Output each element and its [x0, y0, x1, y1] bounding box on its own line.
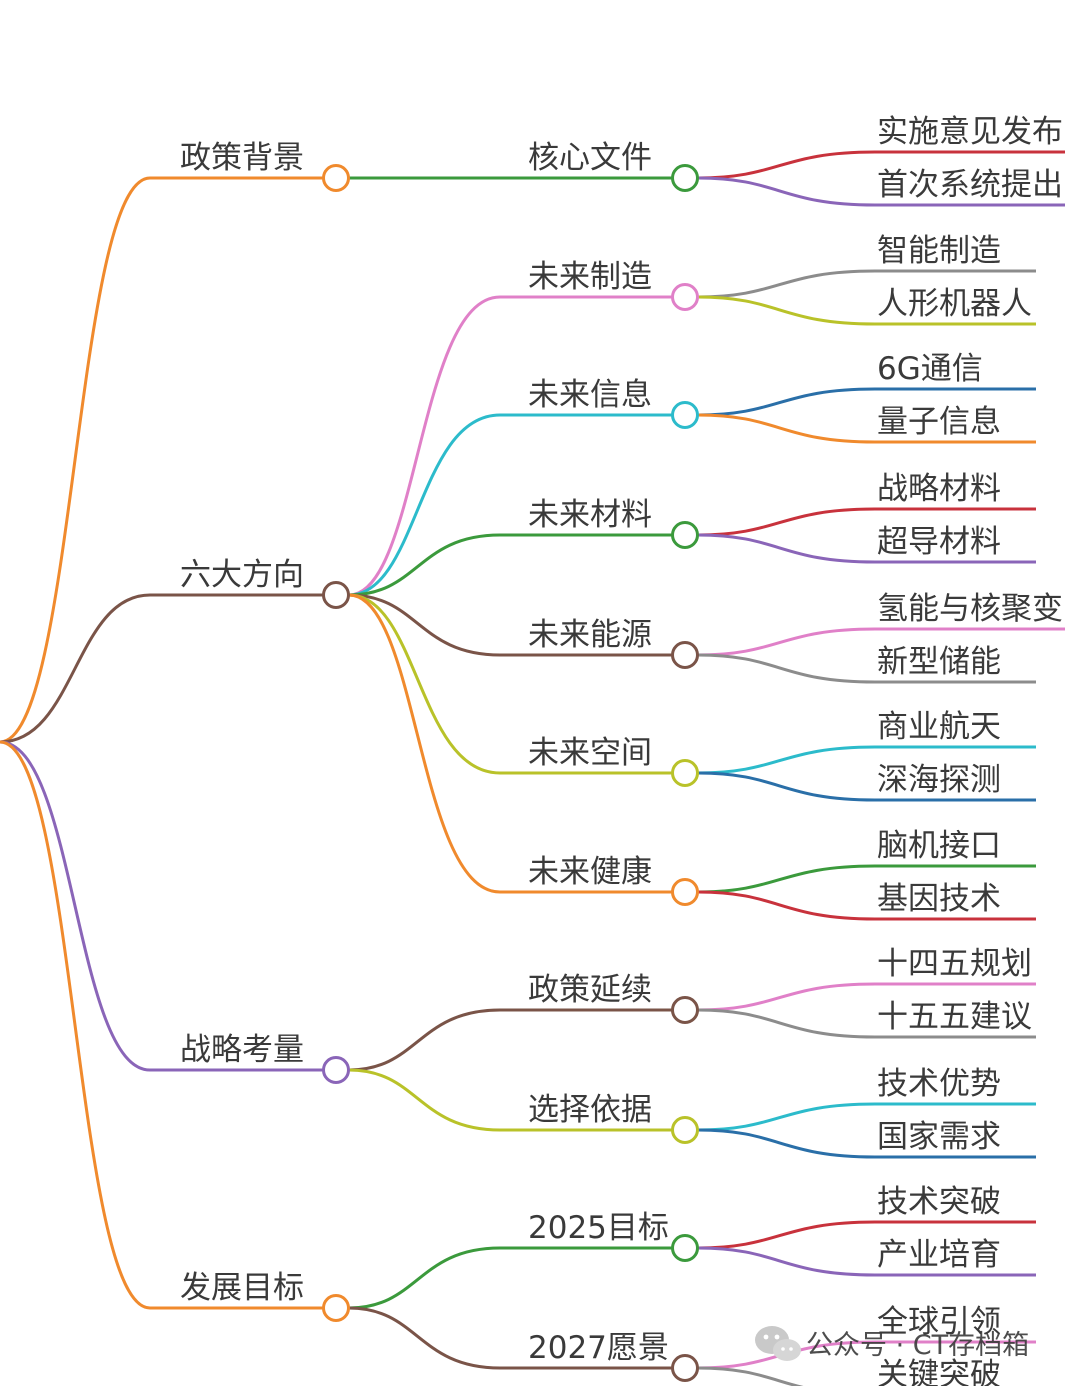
connector-2-6 [348, 593, 672, 894]
leaf-connector-2-3-1 [697, 507, 1036, 537]
connector-4-2 [348, 1306, 672, 1370]
connector-root-3 [0, 740, 323, 1072]
leaf-label-2-5-1: 商业航天 [877, 709, 1001, 745]
wechat-icon [755, 1326, 801, 1361]
topic-node-4-1[interactable] [671, 1234, 699, 1262]
connector-root-2 [0, 593, 323, 744]
topic-label-2-6: 未来健康 [528, 854, 652, 890]
leaf-label-1-1-2: 首次系统提出 [877, 167, 1063, 203]
leaf-label-2-3-1: 战略材料 [877, 471, 1001, 507]
leaf-connector-2-6-1 [697, 864, 1036, 894]
leaf-connector-3-2-1 [697, 1102, 1036, 1132]
topic-node-2-3[interactable] [671, 521, 699, 549]
topic-label-1-1: 核心文件 [528, 140, 652, 176]
topic-label-2-3: 未来材料 [528, 497, 652, 533]
connector-2-2 [348, 413, 672, 597]
leaf-connector-4-2-2 [697, 1366, 804, 1386]
leaf-label-2-5-2: 深海探测 [877, 762, 1001, 798]
leaf-connector-2-5-1 [697, 745, 1036, 775]
topic-node-1-1[interactable] [671, 164, 699, 192]
topic-label-3-1: 政策延续 [528, 972, 652, 1008]
leaf-label-4-2-2: 关键突破 [877, 1357, 1001, 1386]
leaf-connector-1-1-2 [697, 176, 1065, 207]
connector-root-4 [0, 740, 323, 1310]
topic-label-2-4: 未来能源 [528, 617, 652, 653]
leaf-label-3-1-2: 十五五建议 [877, 999, 1032, 1035]
branch-label-2: 六大方向 [180, 557, 304, 593]
leaf-label-3-2-1: 技术优势 [877, 1066, 1001, 1102]
leaf-connector-1-1-1 [697, 150, 1065, 180]
leaf-label-2-2-1: 6G通信 [877, 351, 983, 387]
topic-label-2-1: 未来制造 [528, 259, 652, 295]
topic-node-2-6[interactable] [671, 878, 699, 906]
leaf-connector-3-1-2 [697, 1008, 1036, 1039]
leaf-label-4-2-1: 全球引领 [877, 1304, 1001, 1340]
topic-label-4-1: 2025目标 [528, 1210, 669, 1246]
connector-2-1 [348, 295, 672, 597]
connector-2-3 [348, 533, 672, 597]
topic-node-2-1[interactable] [671, 283, 699, 311]
leaf-label-2-4-2: 新型储能 [877, 644, 1001, 680]
leaf-label-1-1-1: 实施意见发布 [877, 114, 1063, 150]
mind-map-nodes [322, 164, 699, 1382]
branch-node-4[interactable] [322, 1294, 350, 1322]
leaf-label-2-6-2: 基因技术 [877, 881, 1001, 917]
connector-root-1 [0, 176, 323, 744]
watermark-text: 公众号 · CT存档箱 [806, 1330, 1029, 1361]
topic-label-4-2: 2027愿景 [528, 1330, 669, 1366]
leaf-connector-2-2-1 [697, 387, 1036, 417]
topic-node-2-5[interactable] [671, 759, 699, 787]
leaf-connector-2-4-1 [697, 627, 1065, 657]
topic-label-2-5: 未来空间 [528, 735, 652, 771]
branch-node-2[interactable] [322, 581, 350, 609]
leaf-connector-2-1-1 [697, 269, 1036, 299]
topic-node-3-1[interactable] [671, 996, 699, 1024]
branch-label-1: 政策背景 [180, 140, 304, 176]
leaf-connector-2-6-2 [697, 890, 1036, 921]
watermark: 公众号 · CT存档箱 [755, 1326, 1029, 1361]
connector-3-2 [348, 1068, 672, 1132]
topic-node-3-2[interactable] [671, 1116, 699, 1144]
leaf-label-2-3-2: 超导材料 [877, 524, 1001, 560]
leaf-connector-4-1-2 [697, 1246, 1036, 1277]
branch-node-3[interactable] [322, 1056, 350, 1084]
branch-label-4: 发展目标 [180, 1270, 304, 1306]
connector-2-5 [348, 593, 672, 775]
topic-node-2-2[interactable] [671, 401, 699, 429]
leaf-label-2-6-1: 脑机接口 [877, 828, 1001, 864]
connector-3-1 [348, 1008, 672, 1072]
leaf-connector-2-1-2 [697, 295, 1036, 326]
leaf-connector-2-4-2 [697, 653, 1036, 684]
leaf-label-2-2-2: 量子信息 [877, 404, 1001, 440]
branch-label-3: 战略考量 [180, 1032, 304, 1068]
leaf-label-2-1-2: 人形机器人 [877, 286, 1032, 322]
leaf-label-4-1-2: 产业培育 [877, 1237, 1001, 1273]
connector-2-4 [348, 593, 672, 657]
topic-node-4-2[interactable] [671, 1354, 699, 1382]
topic-node-2-4[interactable] [671, 641, 699, 669]
connector-4-1 [348, 1246, 672, 1310]
leaf-label-4-1-1: 技术突破 [877, 1184, 1001, 1220]
leaf-connector-2-3-2 [697, 533, 1036, 564]
leaf-connector-2-2-2 [697, 413, 1036, 444]
leaf-label-2-4-1: 氢能与核聚变 [877, 591, 1063, 627]
leaf-connector-2-5-2 [697, 771, 1036, 802]
mind-map-connectors [0, 150, 1065, 1386]
leaf-label-3-1-1: 十四五规划 [877, 946, 1032, 982]
leaf-connector-3-1-1 [697, 982, 1036, 1012]
leaf-label-2-1-1: 智能制造 [877, 233, 1001, 269]
topic-label-3-2: 选择依据 [528, 1092, 652, 1128]
leaf-connector-4-1-1 [697, 1220, 1036, 1250]
branch-node-1[interactable] [322, 164, 350, 192]
leaf-connector-3-2-2 [697, 1128, 1036, 1159]
leaf-label-3-2-2: 国家需求 [877, 1119, 1001, 1155]
topic-label-2-2: 未来信息 [528, 377, 652, 413]
